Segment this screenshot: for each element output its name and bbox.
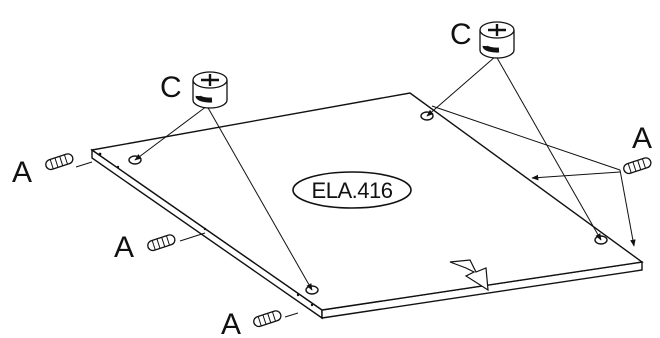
dowel-icon <box>623 157 652 175</box>
direction-arrow-icon <box>449 259 489 292</box>
label-a-dowel: A <box>221 308 241 338</box>
label-a-dowel: A <box>12 156 32 189</box>
dowel-leader-lines <box>431 105 636 247</box>
label-c-cam-lock: C <box>450 18 472 51</box>
dowel-icon <box>147 234 176 252</box>
dowel-edge-leaders <box>75 161 299 318</box>
cam-lock-icon <box>192 71 228 109</box>
panel-code-badge: ELA.416 <box>292 171 412 209</box>
label-c-cam-lock: C <box>160 71 182 104</box>
panel-code-text: ELA.416 <box>312 178 393 203</box>
label-a-dowel: A <box>114 231 134 264</box>
cam-leader-lines <box>134 55 602 291</box>
label-a-dowel: A <box>632 122 652 155</box>
dowel-icon <box>45 153 74 171</box>
cam-lock-icon <box>479 21 515 59</box>
dowel-icon <box>253 310 282 328</box>
